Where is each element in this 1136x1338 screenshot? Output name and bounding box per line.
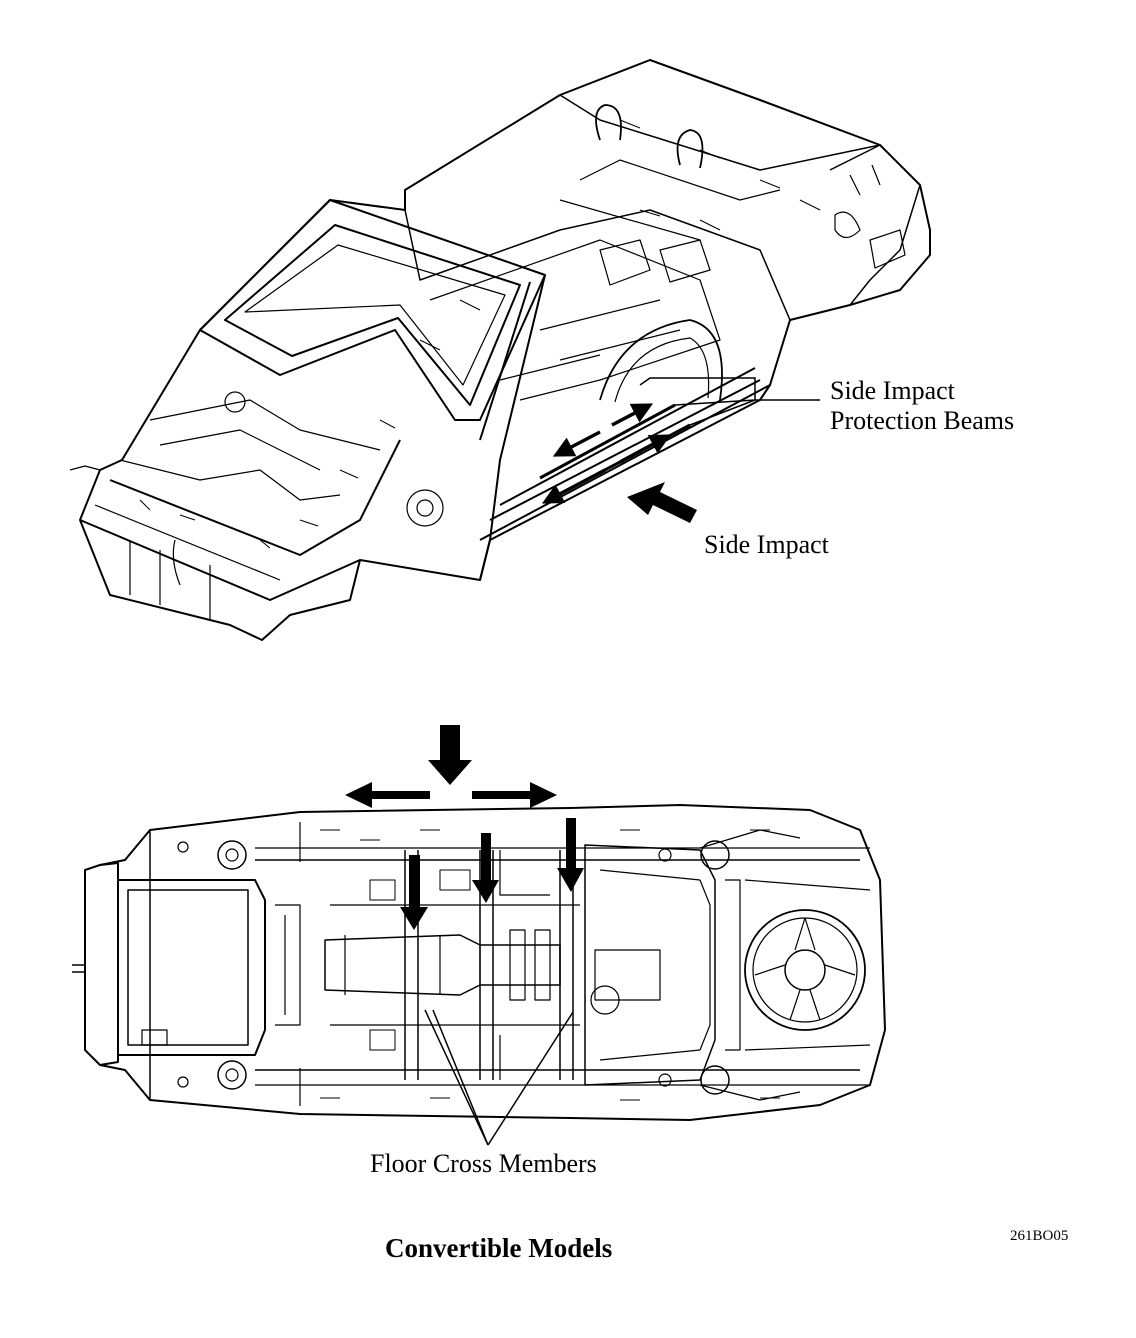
underbody-plan-drawing bbox=[72, 804, 886, 1121]
side-impact-label: Side Impact bbox=[704, 530, 829, 559]
downward-impact-arrow bbox=[428, 725, 472, 785]
figure-caption: Convertible Models bbox=[385, 1233, 613, 1263]
beam-direction-arrows bbox=[541, 403, 672, 504]
left-spread-arrow bbox=[345, 782, 430, 808]
cross-member-arrow-1 bbox=[400, 855, 428, 930]
floor-cross-members-leader bbox=[424, 1009, 574, 1146]
beams-leader-lines bbox=[639, 377, 820, 426]
right-spread-arrow bbox=[472, 782, 557, 808]
isometric-body-drawing bbox=[69, 59, 931, 641]
cross-member-arrow-2 bbox=[472, 833, 499, 903]
side-impact-protection-beams-label-line1: Side Impact bbox=[830, 376, 955, 405]
side-impact-arrow bbox=[627, 482, 697, 523]
floor-cross-members-label: Floor Cross Members bbox=[370, 1149, 597, 1178]
floor-force-arrows bbox=[345, 725, 584, 930]
side-impact-protection-beams-label-line2: Protection Beams bbox=[830, 406, 1015, 435]
cross-member-arrow-3 bbox=[557, 818, 584, 892]
side-impact-protection-beams-label: Side Impact Protection Beams bbox=[830, 378, 1014, 438]
figure-code: 261BO05 bbox=[1010, 1228, 1069, 1244]
